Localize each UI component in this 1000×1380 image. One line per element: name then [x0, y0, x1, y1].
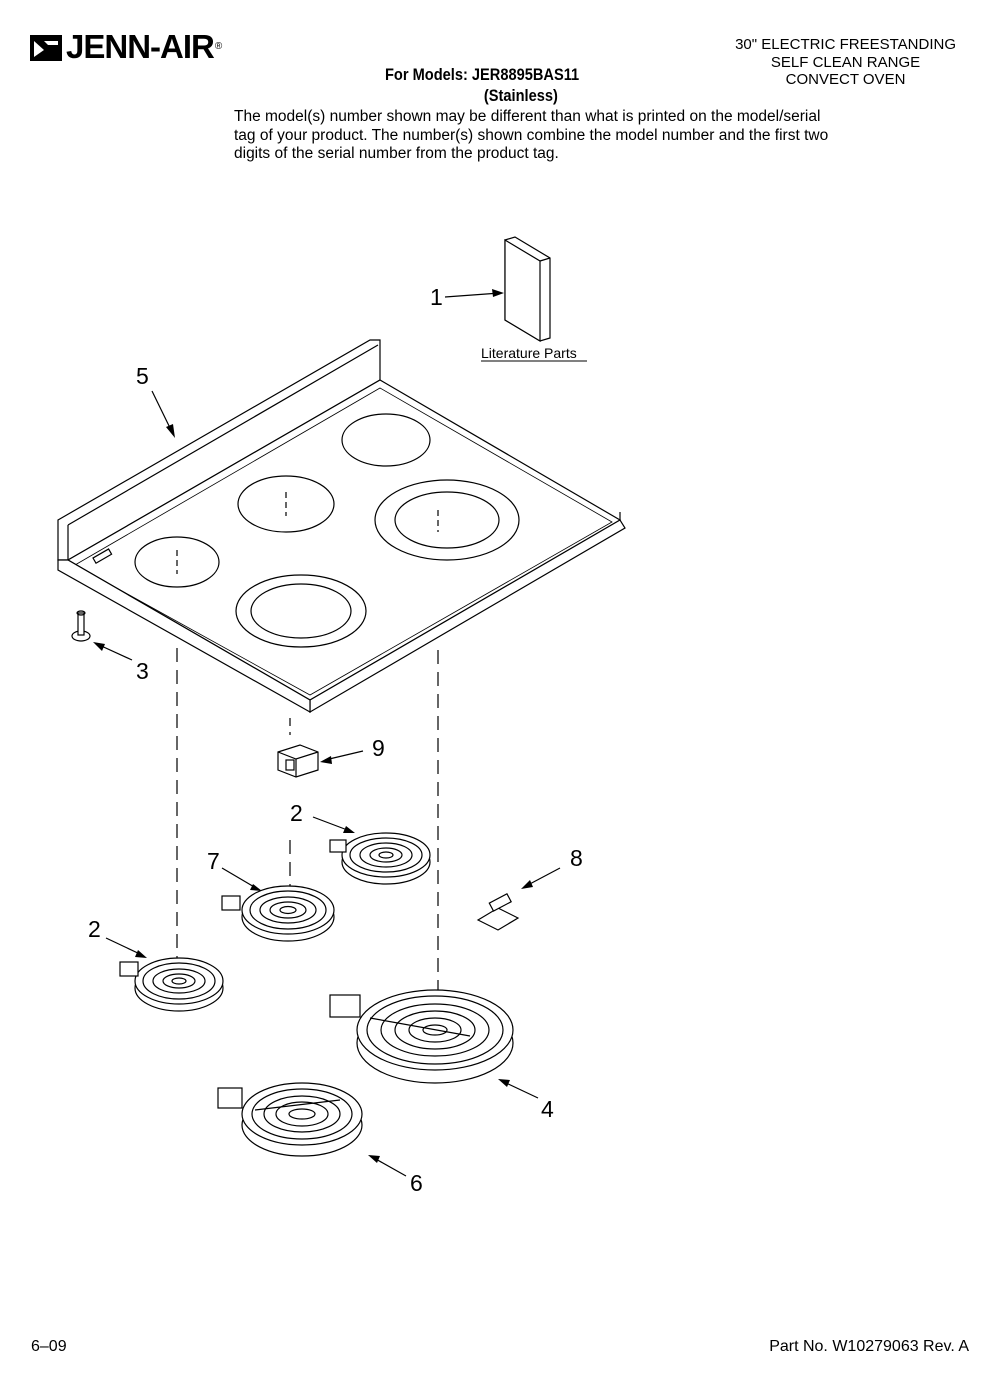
part-number: Part No. W10279063 Rev. A: [769, 1338, 969, 1355]
product-type-line: 30" ELECTRIC FREESTANDING: [735, 36, 956, 53]
registered-mark: ®: [214, 41, 223, 52]
callout-5: 5: [136, 363, 149, 389]
product-type-line: CONVECT OVEN: [785, 71, 906, 88]
limiter-switch: [476, 892, 520, 931]
brand-name: JENN-AIR: [66, 28, 215, 65]
literature-parts-label: Literature Parts: [481, 345, 577, 361]
brand-logo: JENN-AIR ®: [30, 30, 222, 63]
callout-8: 8: [570, 845, 583, 871]
radiant-element-dual: [221, 885, 335, 942]
date-code: 6–09: [31, 1338, 67, 1355]
callout-6: 6: [410, 1170, 423, 1196]
radiant-element-medium: [217, 1082, 363, 1157]
jenn-air-logo-icon: [30, 34, 62, 61]
element-clip: [277, 744, 319, 778]
callout-1: 1: [430, 284, 443, 310]
product-type: 30" ELECTRIC FREESTANDING SELF CLEAN RAN…: [735, 36, 956, 89]
radiant-element-small-upper: [329, 832, 431, 885]
finish-label: (Stainless): [483, 86, 558, 105]
models-label: For Models: JER8895BAS11: [385, 65, 580, 84]
product-type-line: SELF CLEAN RANGE: [770, 53, 921, 71]
radiant-element-small-lower: [119, 957, 224, 1012]
disclaimer-text: The model(s) number shown may be differe…: [234, 108, 829, 162]
callout-4: 4: [541, 1096, 554, 1122]
cooktop-glass: [57, 339, 626, 714]
callout-9: 9: [372, 735, 385, 761]
callout-7: 7: [207, 848, 220, 874]
models-heading: For Models: JER8895BAS11 (Stainless): [385, 64, 579, 106]
radiant-element-large-triple: [329, 989, 514, 1084]
callout-2-upper: 2: [290, 800, 303, 826]
callout-2-lower: 2: [88, 916, 101, 942]
callout-3: 3: [136, 658, 149, 684]
leveling-leg: [71, 610, 91, 642]
literature-booklet: [504, 236, 551, 343]
